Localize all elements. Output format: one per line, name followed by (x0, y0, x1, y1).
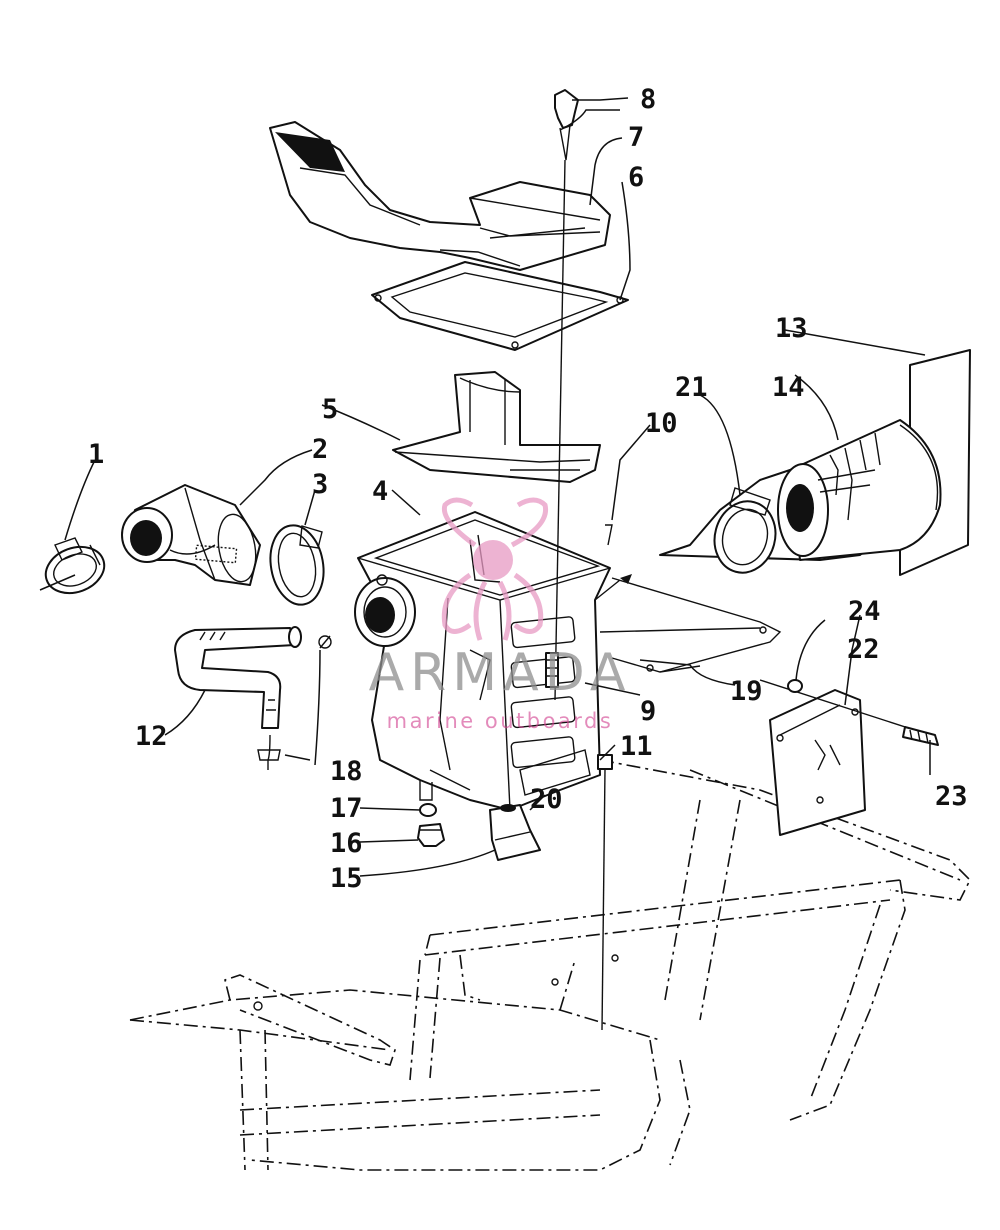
watermark-tagline: marine outboards (387, 709, 614, 733)
callout-6: 6 (628, 162, 644, 193)
callout-16: 16 (330, 828, 363, 859)
callout-11: 11 (620, 731, 653, 762)
callout-22: 22 (847, 634, 880, 665)
callout-8: 8 (640, 84, 656, 115)
callout-21: 21 (675, 372, 708, 403)
part-cover-plate (594, 574, 782, 673)
callout-17: 17 (330, 793, 363, 824)
callout-18: 18 (330, 756, 363, 787)
callout-20: 20 (530, 784, 563, 815)
callout-5: 5 (322, 394, 338, 425)
callout-23: 23 (935, 781, 968, 812)
callout-4: 4 (372, 476, 388, 507)
part-mount-bracket (417, 803, 541, 861)
octopus-logo-icon (441, 497, 549, 641)
callout-9: 9 (640, 696, 656, 727)
part-baffle (392, 371, 601, 483)
callout-14: 14 (772, 372, 805, 403)
leader-lines (39, 97, 931, 877)
callout-labels: 8 7 6 13 21 14 5 10 2 1 3 4 24 22 19 9 1… (88, 84, 968, 894)
callout-3: 3 (312, 469, 328, 500)
callout-13: 13 (775, 313, 808, 344)
callout-7: 7 (628, 122, 644, 153)
part-drain-hose (174, 626, 332, 770)
callout-24: 24 (848, 596, 881, 627)
frame-chassis (129, 759, 971, 1171)
callout-15: 15 (330, 863, 363, 894)
callout-10: 10 (645, 408, 678, 439)
watermark: ARMADA marine outboards (369, 497, 632, 733)
callout-1: 1 (88, 439, 104, 470)
part-hose-clamp-21 (713, 487, 777, 574)
part-intake-boot (121, 484, 261, 586)
fasteners (545, 89, 939, 1031)
callout-2: 2 (312, 434, 328, 465)
callout-19: 19 (730, 676, 763, 707)
part-hose-clamp-3 (269, 524, 325, 606)
part-hose-clamp-1 (44, 537, 106, 595)
watermark-brand: ARMADA (369, 643, 632, 703)
part-access-plate (769, 689, 866, 836)
part-lid-gasket (371, 261, 629, 351)
part-cover-lid (269, 121, 611, 271)
part-airbox (354, 511, 611, 823)
part-air-filter (777, 419, 942, 561)
callout-12: 12 (135, 721, 168, 752)
